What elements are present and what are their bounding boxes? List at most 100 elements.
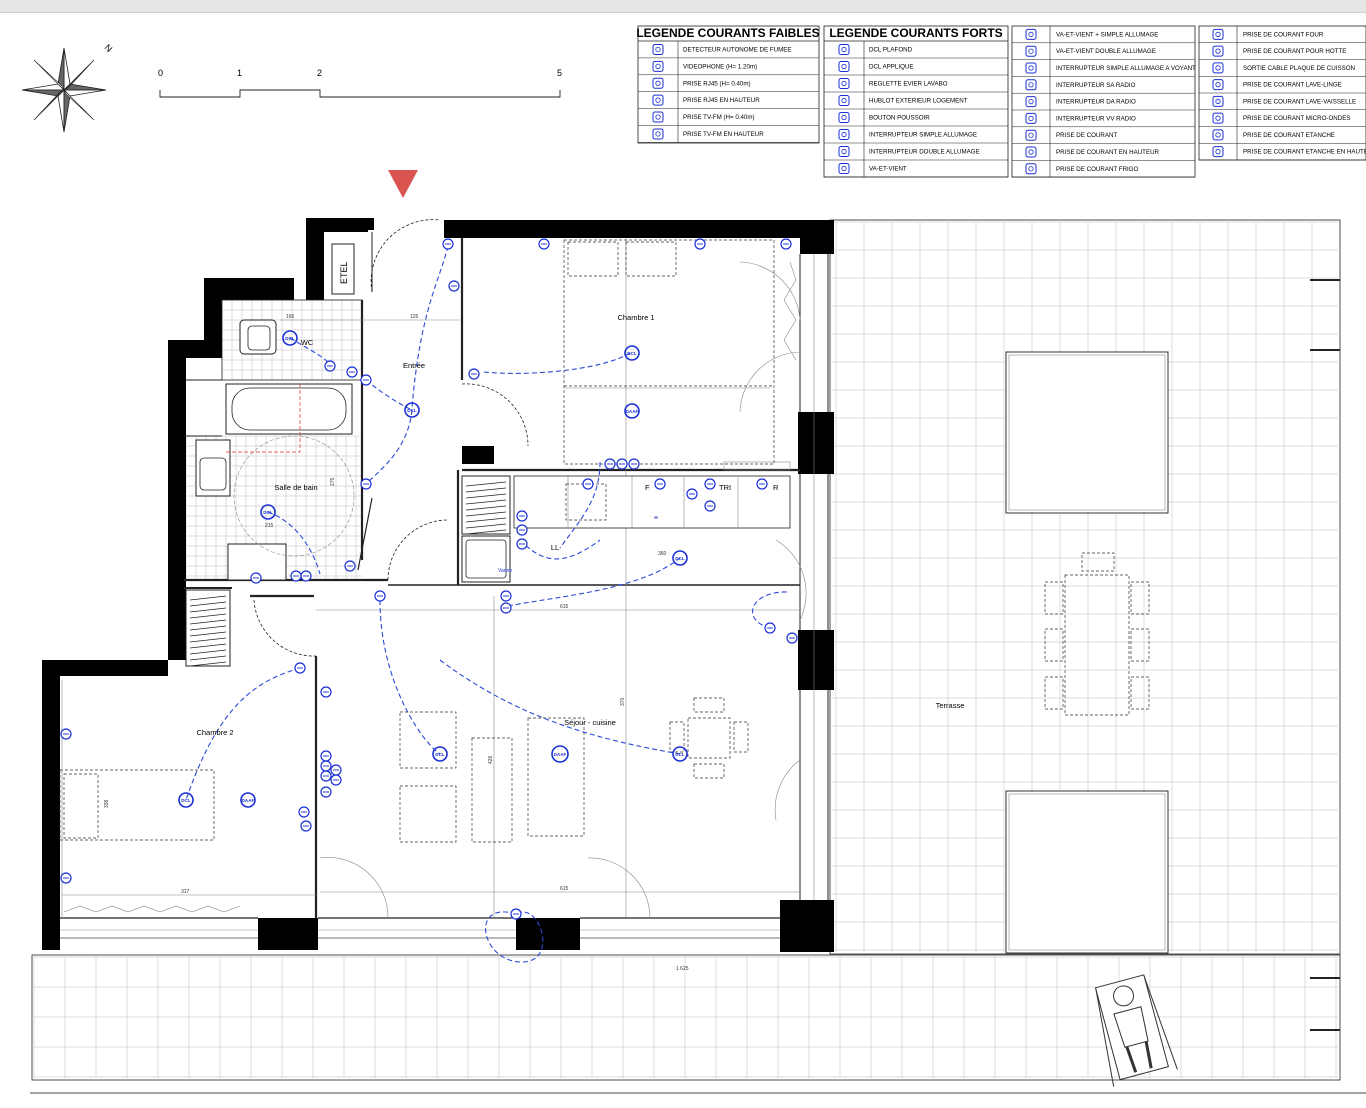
power-socket-icon [300,820,312,832]
hob-cable-icon [1212,62,1224,74]
walls [42,218,834,952]
power-socket-icon [1025,129,1037,141]
power-socket-icon [582,478,594,490]
power-socket-icon [516,538,528,550]
two-way-double-icon [1025,45,1037,57]
entrance-marker-icon [388,170,418,198]
tv-high-socket-icon [652,128,664,140]
legend-item-text: INTERRUPTEUR SIMPLE ALLUMAGE [869,132,977,139]
legend-item-text: HUBLOT EXTERIEUR LOGEMENT [869,98,968,105]
power-socket-icon [330,764,342,776]
compass-north-label: N [103,42,115,54]
power-socket-icon [320,770,332,782]
sejour-furniture [399,697,749,843]
kitchen-mark-f: F [645,483,650,492]
dcl-ceiling-icon: DCL [672,550,688,566]
legend-item-text: VA-ET-VIENT + SIMPLE ALLUMAGE [1056,31,1158,38]
svg-text:DCL: DCL [675,752,685,757]
legend-item-text: BOUTON POUSSOIR [869,115,930,122]
dcl-ceiling-icon: DCL [282,330,298,346]
svg-text:DAAF: DAAF [242,798,255,803]
chambre2-bed [59,769,241,913]
fridge-socket-icon [1025,163,1037,175]
sink-strip-icon [838,78,850,89]
dcl-ceiling-icon: DCL [260,504,276,520]
etel-panel: ETEL [331,243,355,295]
power-socket-icon [360,478,372,490]
kitchen-mark-r: R [773,483,779,492]
svg-text:DCL: DCL [435,752,445,757]
power-socket-icon [654,478,666,490]
svg-text:DAAF: DAAF [626,409,639,414]
power-socket-icon [538,238,550,250]
porthole-light-icon [838,95,850,106]
closets [185,475,511,667]
svg-text:DCL: DCL [407,408,417,413]
power-socket-icon [448,280,460,292]
legend-forts-title: LEGENDE COURANTS FORTS [829,26,1002,40]
legend-item-text: INTERRUPTEUR DOUBLE ALLUMAGE [869,149,980,156]
dcl-ceiling-icon: DCL [432,746,448,762]
legend-item-text: PRISE DE COURANT ETANCHE [1243,132,1335,139]
scale-label-0: 0 [158,68,163,78]
power-socket-icon [290,570,302,582]
svg-text:DCL: DCL [263,510,273,515]
dcl-ceiling-icon: DCL [404,402,420,418]
single-switch-icon [838,129,850,140]
legend-item-text: DCL APPLIQUE [869,64,913,71]
two-way-single-icon [1025,28,1037,40]
power-socket-icon [468,368,480,380]
room-label-ll: LL [551,543,559,552]
power-socket-icon [604,458,616,470]
scale-label-1: 1 [237,68,242,78]
legend-item-text: PRISE TV-FM (H= 0.40m) [683,114,755,121]
power-socket-icon [250,572,262,584]
power-socket-icon [500,602,512,614]
power-socket-icon [344,560,356,572]
power-socket-icon [686,488,698,500]
etel-label: ETEL [339,261,349,284]
power-socket-icon [786,632,798,644]
power-socket-icon [60,872,72,884]
power-socket-icon [346,366,358,378]
washer-socket-icon [1212,79,1224,91]
waterproof-high-socket-icon [1212,146,1224,158]
power-socket-icon [300,570,312,582]
doors [253,219,807,919]
power-socket-icon [374,590,386,602]
svg-text:165: 165 [286,314,295,320]
dishwasher-socket-icon [1212,95,1224,107]
bathroom-fixtures [184,319,355,581]
scale-bar: 0 1 2 5 [158,68,562,98]
daaf-detector-icon: DAAF [551,745,569,763]
legend-item-text: DETECTEUR AUTONOME DE FUMEE [683,46,792,53]
legend-item-text: VIDEOPHONE (H= 1.20m) [683,63,757,70]
legend-item-text: PRISE DE COURANT ETANCHE EN HAUTEUR [1243,149,1366,156]
room-label-sejour: Séjour - cuisine [564,718,616,727]
power-socket-icon [764,622,776,634]
legend-item-text: VA-ET-VIENT DOUBLE ALLUMAGE [1056,48,1156,55]
microwave-socket-icon [1212,112,1224,124]
legend-item-text: PRISE DE COURANT [1056,132,1117,139]
power-socket-icon [324,360,336,372]
vv-radio-switch-icon [1025,112,1037,124]
legend-item-text: PRISE DE COURANT FRIGO [1056,166,1139,173]
svg-text:370: 370 [620,697,626,706]
smoke-detector-icon [652,43,664,55]
power-socket-icon [516,524,528,536]
rj45-socket-icon [652,77,664,89]
wall-dcl-icon [838,61,850,72]
legend-item-text: PRISE DE COURANT FOUR [1243,31,1324,38]
dcl-ceiling-icon: DCL [178,792,194,808]
room-label-entree: Entrée [403,361,425,370]
vanne-label: Vanne [498,568,512,574]
legend-item-text: INTERRUPTEUR VV RADIO [1056,115,1136,122]
legend-item-text: REGLETTE EVIER LAVABO [869,81,948,88]
legend-item-text: PRISE RJ45 (H= 0.40m) [683,80,751,87]
power-socket-icon [298,806,310,818]
svg-text:317: 317 [181,889,190,895]
svg-text:215: 215 [265,523,274,529]
power-socket-icon [320,686,332,698]
